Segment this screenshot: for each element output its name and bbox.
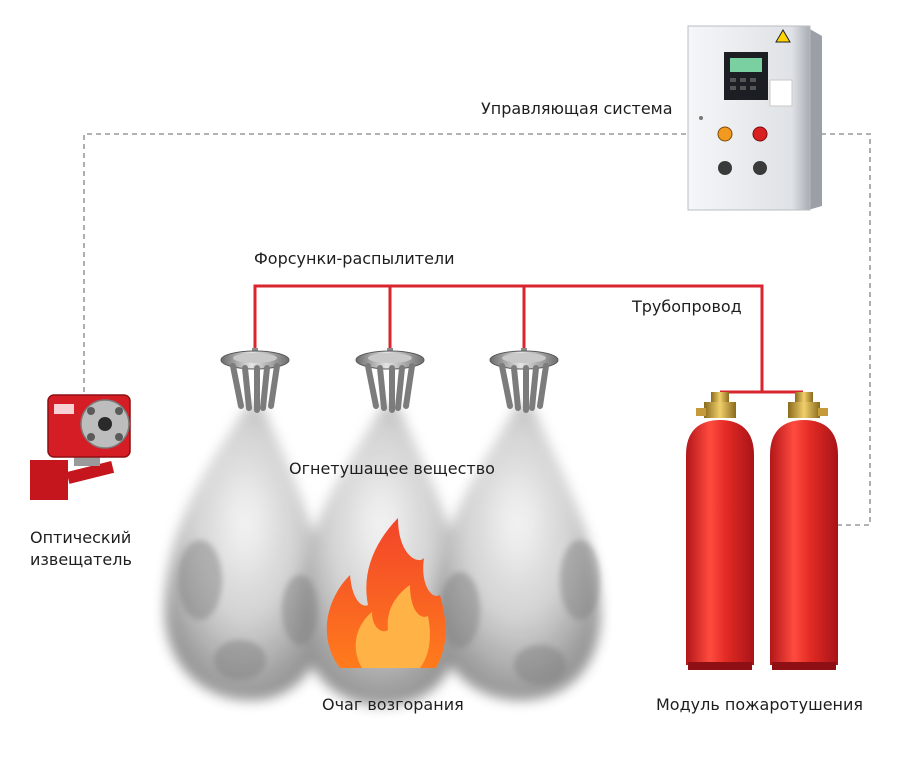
fire-icon [326,518,446,668]
nozzles [220,348,559,413]
label-fire-source: Очаг возгорания [322,695,464,714]
nozzle [220,348,290,413]
pipeline [253,284,803,394]
label-extinguishing-agent: Огнетушащее вещество [289,459,495,478]
mist-texture [178,540,600,685]
label-control-system: Управляющая система [481,99,673,118]
signal-line-detector [83,133,688,392]
suppression-cylinders [686,392,838,670]
label-optical-detector: Оптический извещатель [30,528,132,569]
signal-lines [83,133,871,526]
label-pipeline: Трубопровод [632,297,742,316]
nozzle [489,348,559,413]
control-cabinet-icon [687,25,822,211]
cylinder [686,392,754,670]
cylinder [770,392,838,670]
optical-detector-icon [30,394,131,500]
nozzle [355,348,425,413]
signal-line-module [812,133,871,526]
label-suppression-module: Модуль пожаротушения [656,695,864,714]
label-nozzles: Форсунки-распылители [254,249,455,268]
